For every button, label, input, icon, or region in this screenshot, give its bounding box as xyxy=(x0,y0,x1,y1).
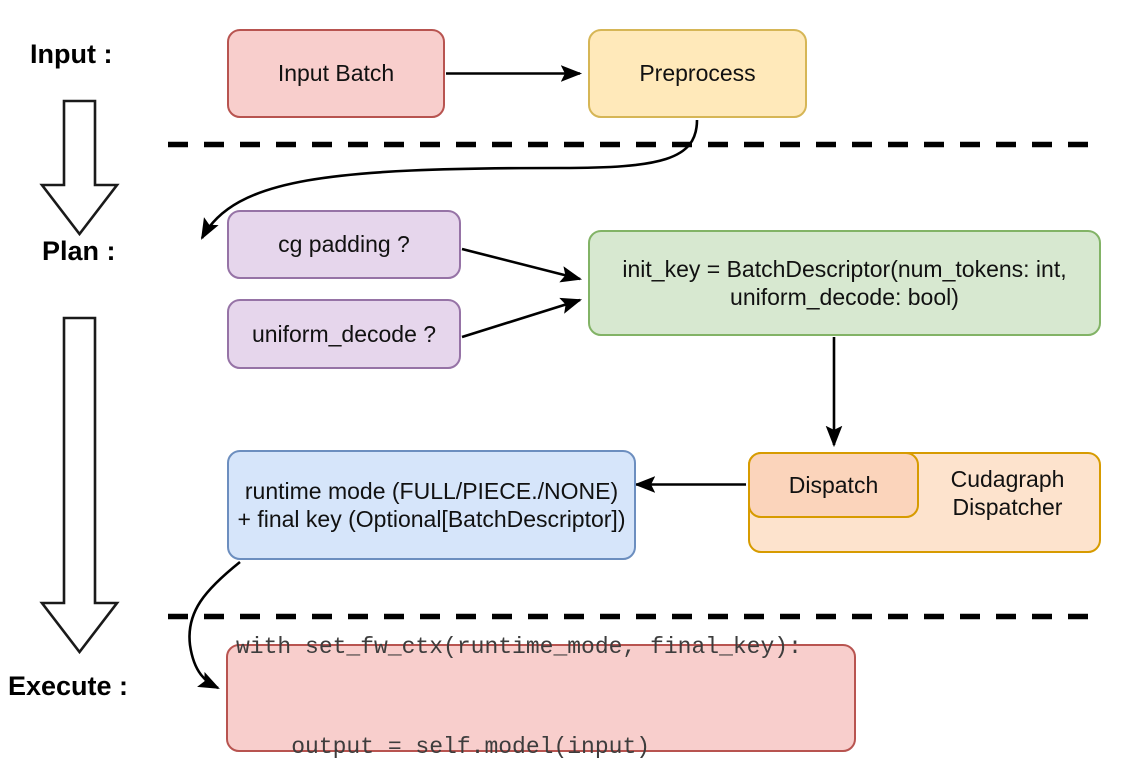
stage-label-input: Input : xyxy=(30,39,113,69)
node-cudagraph-dispatcher-label-line2: Dispatcher xyxy=(952,494,1063,521)
plan-to-execute-block-arrow xyxy=(39,316,120,655)
cg-padding-to-init-key-arrow xyxy=(461,247,583,283)
node-execute-code-line1: with set_fw_ctx(runtime_mode, final_key)… xyxy=(236,634,802,661)
node-uniform-decode-label: uniform_decode ? xyxy=(251,320,437,347)
input-to-plan-block-arrow xyxy=(39,99,120,237)
uniform-decode-to-init-key-arrow xyxy=(461,297,582,339)
node-execute-code-line2: output = self.model(input) xyxy=(236,734,651,761)
node-init-key-line2: uniform_decode: bool) xyxy=(730,284,959,310)
node-input-batch[interactable]: Input Batch xyxy=(227,29,445,118)
node-runtime-mode-line2: + final key (Optional[BatchDescriptor]) xyxy=(237,506,626,532)
node-cudagraph-dispatcher-label-line1: Cudagraph xyxy=(950,466,1065,492)
stage-label-plan: Plan : xyxy=(42,236,116,266)
node-runtime-mode-line1: runtime mode (FULL/PIECE./NONE) xyxy=(244,477,619,504)
node-input-batch-label: Input Batch xyxy=(277,60,395,87)
node-uniform-decode[interactable]: uniform_decode ? xyxy=(227,299,461,369)
node-init-key-line1: init_key = BatchDescriptor(num_tokens: i… xyxy=(622,255,1067,282)
node-preprocess[interactable]: Preprocess xyxy=(588,29,807,118)
node-execute-code[interactable]: with set_fw_ctx(runtime_mode, final_key)… xyxy=(226,634,856,760)
node-cg-padding[interactable]: cg padding ? xyxy=(227,210,461,279)
node-cudagraph-dispatcher-label: Cudagraph Dispatcher xyxy=(920,465,1095,521)
stage-label-execute: Execute : xyxy=(8,671,129,701)
node-init-key[interactable]: init_key = BatchDescriptor(num_tokens: i… xyxy=(588,230,1101,336)
node-preprocess-label: Preprocess xyxy=(639,60,756,87)
node-dispatch[interactable]: Dispatch xyxy=(748,452,919,518)
node-cg-padding-label: cg padding ? xyxy=(278,231,410,258)
node-runtime-mode[interactable]: runtime mode (FULL/PIECE./NONE) + final … xyxy=(227,450,636,560)
node-dispatch-label: Dispatch xyxy=(788,471,879,498)
